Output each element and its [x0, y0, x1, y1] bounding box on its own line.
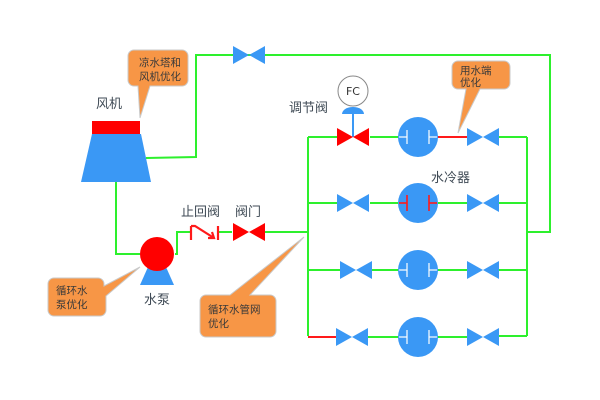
valve-left-icon [340, 261, 356, 279]
branch-4-outlet-valve[interactable] [467, 328, 499, 346]
valve-actuator-icon [342, 107, 364, 114]
water-cooler-icon [398, 250, 438, 290]
valve-left-icon [467, 128, 483, 146]
valve-left-icon [467, 261, 483, 279]
water-cooler-3[interactable] [398, 250, 438, 290]
fan-icon [92, 121, 140, 134]
callout-cooling-tower-line2: 风机优化 [139, 70, 181, 83]
valve-right-icon [353, 194, 369, 212]
water-cooler-2[interactable] [398, 183, 438, 223]
regulating-valve-left-icon [337, 128, 353, 146]
return-valve-left-icon [233, 46, 249, 64]
gate-valve-left-icon [233, 223, 249, 241]
branch-1-outlet-valve[interactable] [467, 128, 499, 146]
cooling-tower-body [81, 134, 151, 182]
callout-pipe-network-line1: 循环水管网 [208, 303, 261, 316]
flow-controller-icon[interactable] [337, 75, 369, 107]
regulating-valve-label: 调节阀 [289, 101, 328, 116]
callout-pump-line2: 泵优化 [56, 298, 88, 311]
branch-4-inlet-valve[interactable] [336, 328, 368, 346]
check-valve-arrowhead [208, 231, 216, 240]
regulating-valve-right-icon [353, 128, 369, 146]
valve-left-icon [337, 194, 353, 212]
pipe-tower-to-return [145, 54, 551, 233]
gate-valve-label: 阀门 [235, 205, 261, 220]
pipe-tower-to-pump [115, 182, 140, 255]
water-cooler-icon [398, 117, 438, 157]
branch-3-outlet-valve[interactable] [467, 261, 499, 279]
valve-right-icon [483, 261, 499, 279]
flow-controller-label: FC [346, 85, 360, 98]
check-valve-arrow-icon [191, 224, 215, 239]
water-cooler-icon [398, 317, 438, 357]
callout-pump-line1: 循环水 [56, 284, 88, 297]
callout-cooling-tower: 凉水塔和 风机优化 [127, 49, 189, 119]
callout-pipe-network: 循环水管网 优化 [199, 236, 305, 338]
check-valve[interactable] [189, 224, 220, 240]
water-cooler-4[interactable] [398, 317, 438, 357]
callout-pipe-network-line2: 优化 [208, 317, 229, 330]
callout-end-user-line2: 优化 [460, 76, 481, 89]
water-cooler-1[interactable] [398, 117, 438, 157]
valve-right-icon [352, 328, 368, 346]
pipe-network [115, 54, 551, 338]
pump-label: 水泵 [144, 293, 170, 308]
branch-3-inlet-valve[interactable] [340, 261, 372, 279]
valve-left-icon [336, 328, 352, 346]
gate-valve-right-icon [249, 223, 265, 241]
water-cooler-label: 水冷器 [431, 171, 470, 186]
return-valve-right-icon [249, 46, 265, 64]
return-valve[interactable] [233, 46, 265, 64]
callout-end-user-line1: 用水端 [460, 64, 492, 77]
check-valve-label: 止回阀 [181, 205, 220, 220]
branch-2-inlet-valve[interactable] [337, 194, 369, 212]
pump-icon [140, 237, 174, 271]
valve-left-icon [467, 328, 483, 346]
valve-right-icon [483, 194, 499, 212]
valve-right-icon [483, 128, 499, 146]
pipe-pump-to-header [175, 231, 190, 255]
branch-2-outlet-valve[interactable] [467, 194, 499, 212]
water-cooler-icon [398, 183, 438, 223]
gate-valve[interactable] [233, 223, 265, 241]
callout-end-user: 用水端 优化 [451, 60, 511, 134]
regulating-valve[interactable] [337, 128, 369, 146]
valve-left-icon [467, 194, 483, 212]
pump-base-icon [140, 267, 174, 285]
pump[interactable] [140, 237, 174, 285]
cooling-tower[interactable] [81, 121, 151, 182]
callout-pump: 循环水 泵优化 [47, 266, 141, 317]
callout-cooling-tower-line1: 凉水塔和 [139, 56, 181, 69]
valve-right-icon [483, 328, 499, 346]
valve-right-icon [356, 261, 372, 279]
fan-label: 风机 [96, 97, 122, 112]
